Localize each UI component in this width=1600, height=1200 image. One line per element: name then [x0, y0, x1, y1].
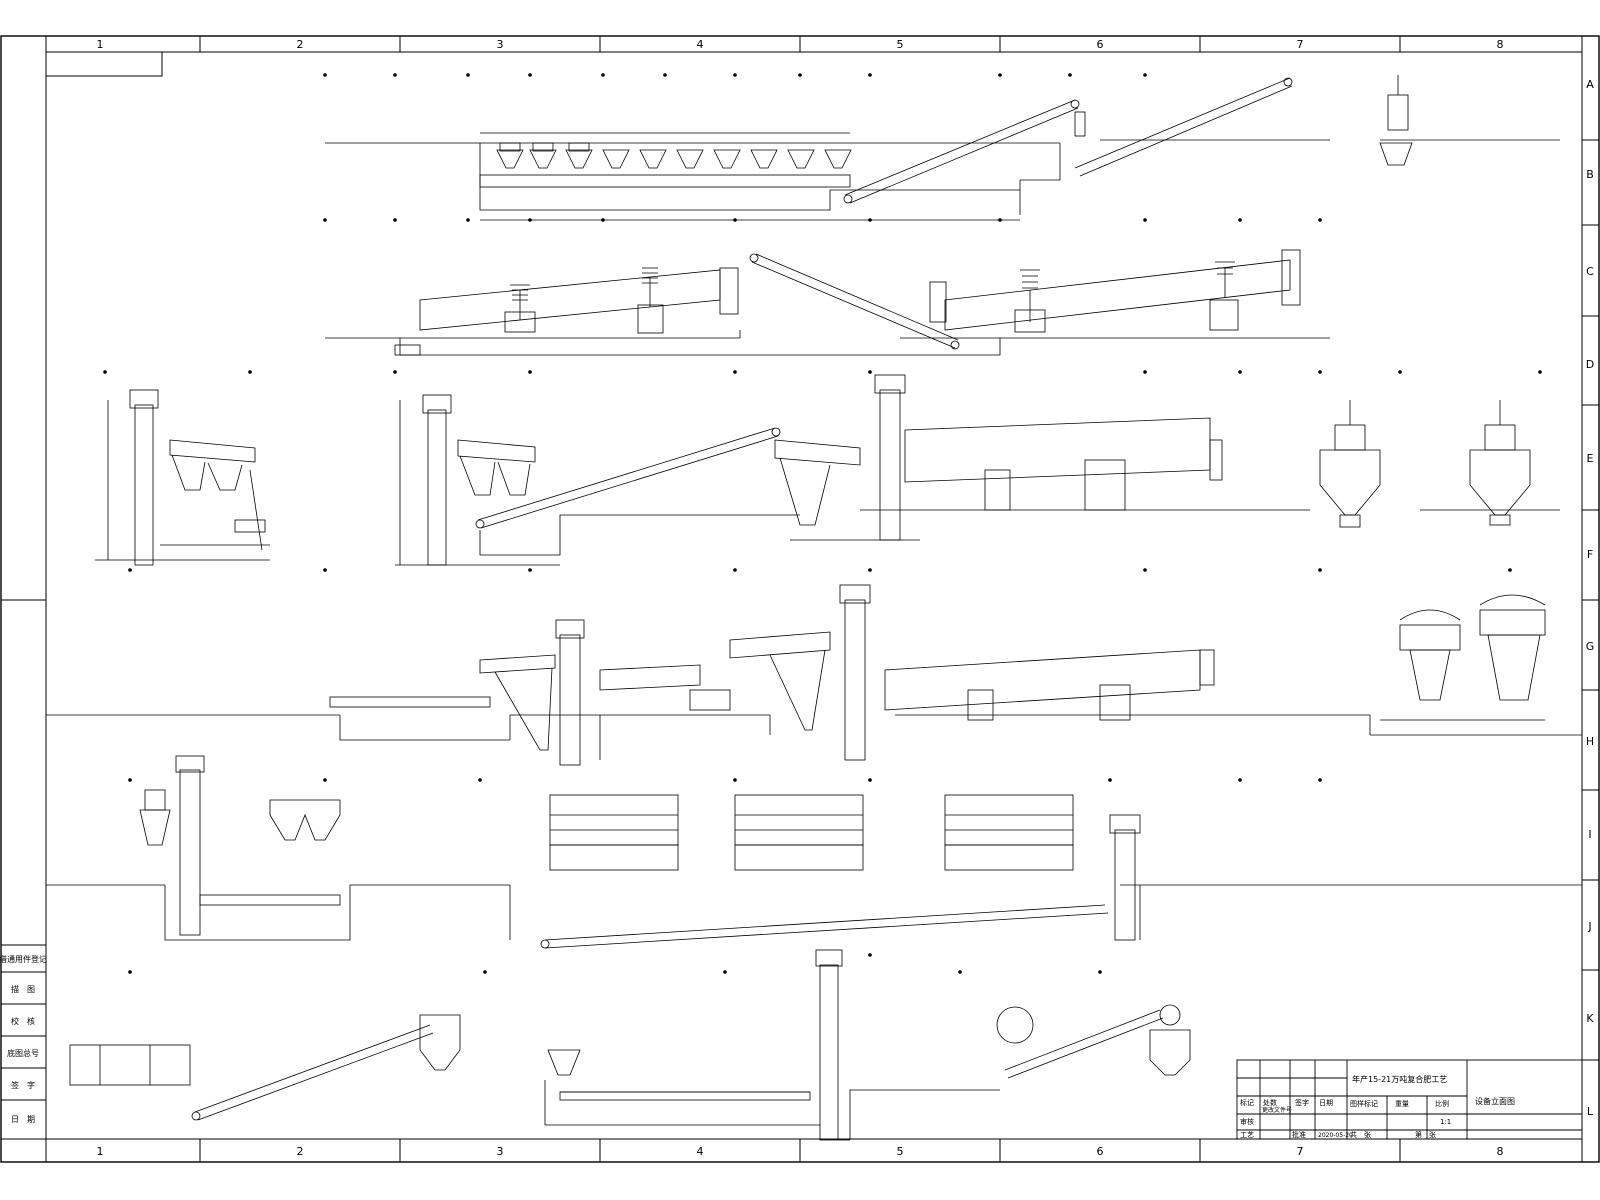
col-label-1: 1: [97, 38, 104, 51]
tb-scale-value: 1:1: [1440, 1118, 1451, 1126]
side-label-base-no: 底图总号: [7, 1048, 39, 1058]
tb-stage-mark: 图样标记: [1350, 1099, 1378, 1108]
tb-total-sheets: 共 张: [1350, 1130, 1371, 1139]
row-label-C: C: [1586, 265, 1594, 278]
side-label-reuse: 借通用件登记: [0, 954, 47, 964]
side-label-sign: 签 字: [11, 1080, 35, 1090]
tb-mark: 标记: [1240, 1098, 1254, 1107]
tb-signature: 签字: [1295, 1098, 1309, 1107]
section-row-b: [325, 75, 1560, 221]
section-row-c: [325, 249, 1330, 356]
section-row-e: [95, 374, 1560, 566]
row-label-B: B: [1586, 168, 1594, 181]
row-label-L: L: [1587, 1105, 1594, 1118]
row-label-J: J: [1587, 920, 1591, 933]
col-label-2: 2: [297, 38, 304, 51]
row-label-D: D: [1586, 358, 1594, 371]
title-block-text: 年产15-21万吨复合肥工艺 设备立面图 标记 处数 更改文件号 签字 日期 审…: [1240, 1074, 1515, 1139]
drawing-frame: [0, 35, 1600, 1163]
col-label-bottom-5: 5: [897, 1145, 904, 1158]
col-label-bottom-3: 3: [497, 1145, 504, 1158]
grid-reference-dots: [103, 73, 1542, 974]
col-label-bottom-7: 7: [1297, 1145, 1304, 1158]
tb-design: 审核: [1240, 1117, 1254, 1126]
drawing-title: 设备立面图: [1475, 1096, 1515, 1106]
row-label-F: F: [1587, 548, 1593, 561]
col-label-5: 5: [897, 38, 904, 51]
tb-approve: 批准: [1292, 1130, 1306, 1139]
side-label-trace: 描 图: [11, 984, 35, 994]
row-label-A: A: [1586, 78, 1594, 91]
tb-weight: 重量: [1395, 1100, 1409, 1108]
col-label-bottom-1: 1: [97, 1145, 104, 1158]
col-label-3: 3: [497, 38, 504, 51]
col-label-bottom-2: 2: [297, 1145, 304, 1158]
tb-craft: 工艺: [1240, 1131, 1254, 1139]
col-label-4: 4: [697, 38, 704, 51]
row-label-E: E: [1587, 452, 1594, 465]
column-labels-bottom: 1 2 3 4 5 6 7 8: [97, 1145, 1504, 1158]
row-labels: A B C D E F G H I J K L: [1586, 78, 1595, 1118]
side-block-frame: [0, 944, 47, 1140]
row-grid: [1, 139, 1599, 1061]
column-grid: [46, 36, 1582, 1162]
section-row-g: [46, 584, 1582, 766]
row-label-G: G: [1586, 640, 1595, 653]
project-title: 年产15-21万吨复合肥工艺: [1352, 1074, 1447, 1084]
col-label-7: 7: [1297, 38, 1304, 51]
tb-date-value: 2020-05-20: [1318, 1132, 1353, 1139]
title-block-frame: [1236, 1059, 1583, 1140]
tb-change-doc: 更改文件号: [1262, 1106, 1292, 1114]
side-label-check: 校 核: [11, 1016, 35, 1026]
section-row-k: [69, 949, 1191, 1141]
row-label-I: I: [1588, 828, 1591, 841]
side-block-labels: 借通用件登记 描 图 校 核 底图总号 签 字 日 期: [0, 954, 47, 1124]
col-label-8: 8: [1497, 38, 1504, 51]
side-label-date: 日 期: [11, 1115, 35, 1124]
tb-sheet-no: 第 张: [1415, 1130, 1436, 1139]
col-label-bottom-4: 4: [697, 1145, 704, 1158]
col-label-bottom-6: 6: [1097, 1145, 1104, 1158]
tb-count: 处数: [1263, 1098, 1277, 1107]
row-label-K: K: [1586, 1012, 1594, 1025]
row-label-H: H: [1586, 735, 1594, 748]
tb-scale-label: 比例: [1435, 1099, 1449, 1108]
section-row-i: [46, 755, 1582, 949]
tb-date-label: 日期: [1319, 1099, 1333, 1107]
col-label-6: 6: [1097, 38, 1104, 51]
col-label-bottom-8: 8: [1497, 1145, 1504, 1158]
column-labels-top: 1 2 3 4 5 6 7 8: [97, 38, 1504, 51]
